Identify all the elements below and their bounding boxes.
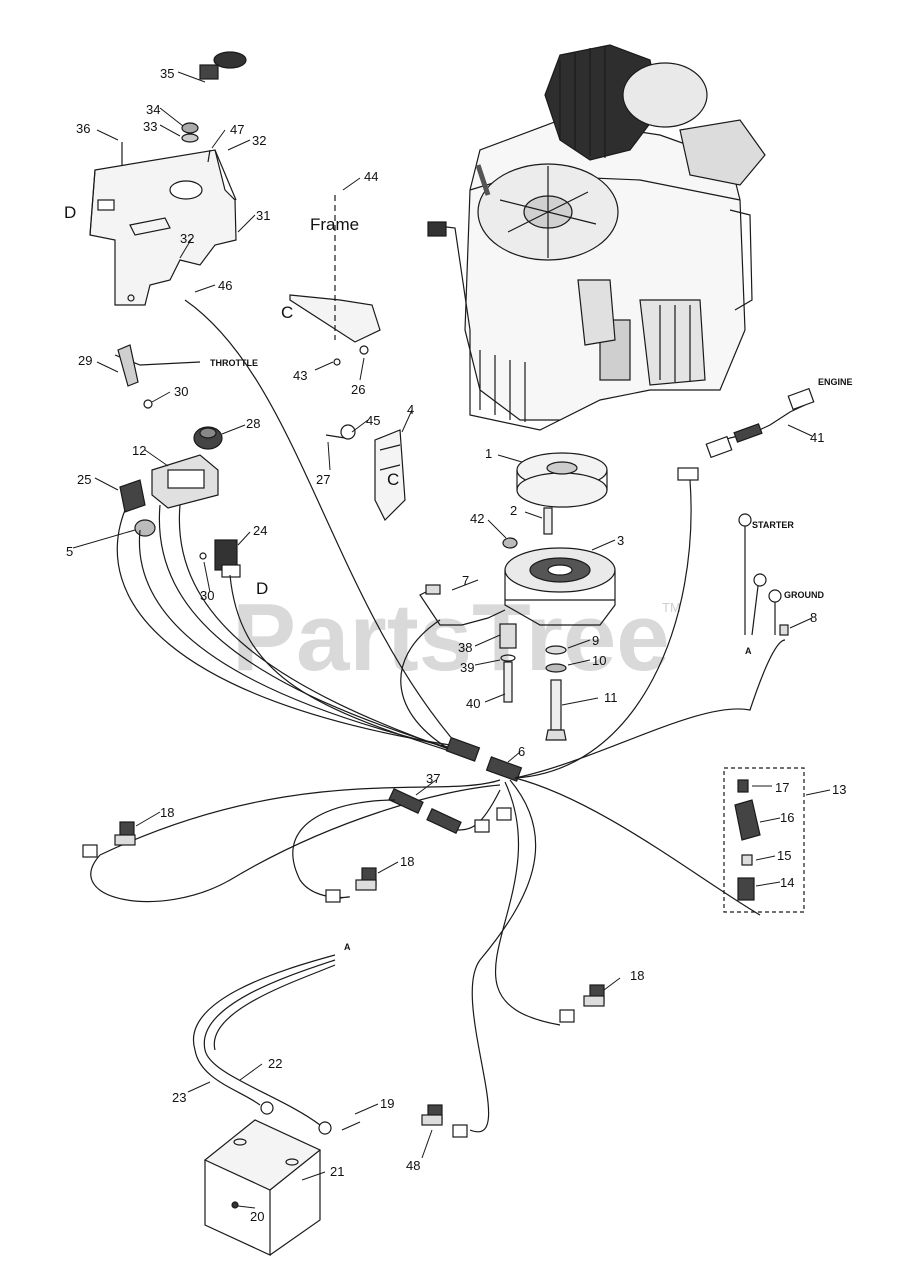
callout-29: 29 xyxy=(78,353,92,368)
callout-46: 46 xyxy=(218,278,232,293)
callout-25: 25 xyxy=(77,472,91,487)
switch-module-part-12 xyxy=(151,454,219,509)
callout-8: 8 xyxy=(810,610,817,625)
callout-30: 30 xyxy=(174,384,188,399)
callout-45: 45 xyxy=(366,413,380,428)
callout-10: 10 xyxy=(592,653,606,668)
switch-part-28 xyxy=(193,426,223,450)
a-label-2: A xyxy=(344,942,351,952)
c-label-1: C xyxy=(281,303,293,322)
relay-18-c xyxy=(583,984,605,1007)
callout-11: 11 xyxy=(604,690,618,705)
callout-34: 34 xyxy=(146,102,160,117)
callout-47: 47 xyxy=(230,122,244,137)
callout-35: 35 xyxy=(160,66,174,81)
d-label-1: D xyxy=(64,203,76,222)
callout-17: 17 xyxy=(775,780,789,795)
callout-22: 22 xyxy=(268,1056,282,1071)
callout-40: 40 xyxy=(466,696,480,711)
dash-panel-part-31 xyxy=(89,149,237,306)
callout-5: 5 xyxy=(66,544,73,559)
callout-6: 6 xyxy=(518,744,525,759)
relay-48 xyxy=(421,1104,443,1126)
callout-1: 1 xyxy=(485,446,492,461)
callout-15: 15 xyxy=(777,848,791,863)
callout-27: 27 xyxy=(316,472,330,487)
clutch-part-3 xyxy=(504,547,616,626)
harness-wires xyxy=(82,299,786,1138)
pulley-part-1 xyxy=(516,452,608,508)
callout-2: 2 xyxy=(510,503,517,518)
callout-28: 28 xyxy=(246,416,260,431)
callout-39: 39 xyxy=(460,660,474,675)
throttle-part-29 xyxy=(114,344,201,409)
callout-44: 44 xyxy=(364,169,378,184)
throttle-label: THROTTLE xyxy=(210,358,258,368)
d-label-2: D xyxy=(256,579,268,598)
key-part-2 xyxy=(543,507,553,535)
callout-3: 3 xyxy=(617,533,624,548)
callout-32: 32 xyxy=(252,133,266,148)
callout-4: 4 xyxy=(407,402,414,417)
relay-18-b xyxy=(355,867,377,891)
callout-38: 38 xyxy=(458,640,472,655)
engine-harness-part-41 xyxy=(705,387,815,459)
a-label-1: A xyxy=(745,646,752,656)
starter-ground-cables xyxy=(738,513,789,636)
engine-label: ENGINE xyxy=(818,377,853,387)
ground-label: GROUND xyxy=(784,590,824,600)
ignition-key-part-35 xyxy=(121,51,247,165)
callout-18: 18 xyxy=(630,968,644,983)
callout-19: 19 xyxy=(380,1096,394,1111)
frame-bracket xyxy=(289,195,381,366)
callout-41: 41 xyxy=(810,430,824,445)
c-label-2: C xyxy=(387,470,399,489)
callout-31: 31 xyxy=(256,208,270,223)
callout-9: 9 xyxy=(592,633,599,648)
callout-42: 42 xyxy=(470,511,484,526)
callout-16: 16 xyxy=(780,810,794,825)
relay-18-a xyxy=(114,821,136,846)
battery-part-21 xyxy=(203,1119,322,1256)
callout-12: 12 xyxy=(132,443,146,458)
callout-32: 32 xyxy=(180,231,194,246)
bracket-part-4 xyxy=(374,429,406,522)
callout-18: 18 xyxy=(400,854,414,869)
callout-48: 48 xyxy=(406,1158,420,1173)
callout-24: 24 xyxy=(253,523,267,538)
callout-21: 21 xyxy=(330,1164,344,1179)
callout-14: 14 xyxy=(780,875,794,890)
callout-36: 36 xyxy=(76,121,90,136)
connector-part-7 xyxy=(419,589,506,626)
callout-7: 7 xyxy=(462,573,469,588)
callout-18: 18 xyxy=(160,805,174,820)
clip-part-45 xyxy=(340,424,356,440)
callout-30: 30 xyxy=(200,588,214,603)
callout-13: 13 xyxy=(832,782,846,797)
frame-label: Frame xyxy=(310,215,359,234)
screw-part-27 xyxy=(325,434,346,439)
watermark-tm: TM xyxy=(662,600,681,615)
battery-cables xyxy=(192,954,361,1135)
relay-part-24 xyxy=(199,539,241,578)
switch-part-25 xyxy=(119,479,156,537)
starter-label: STARTER xyxy=(752,520,794,530)
watermark-text: PartsTree xyxy=(232,584,670,691)
callout-20: 20 xyxy=(250,1209,264,1224)
callout-23: 23 xyxy=(172,1090,186,1105)
engine-illustration xyxy=(427,44,766,431)
callout-26: 26 xyxy=(351,382,365,397)
leader-lines xyxy=(72,71,831,1209)
fuse-holder-parts xyxy=(734,779,761,901)
fuse-group-box xyxy=(723,767,805,913)
callout-33: 33 xyxy=(143,119,157,134)
callout-43: 43 xyxy=(293,368,307,383)
callout-37: 37 xyxy=(426,771,440,786)
hardware-stack xyxy=(499,537,567,741)
